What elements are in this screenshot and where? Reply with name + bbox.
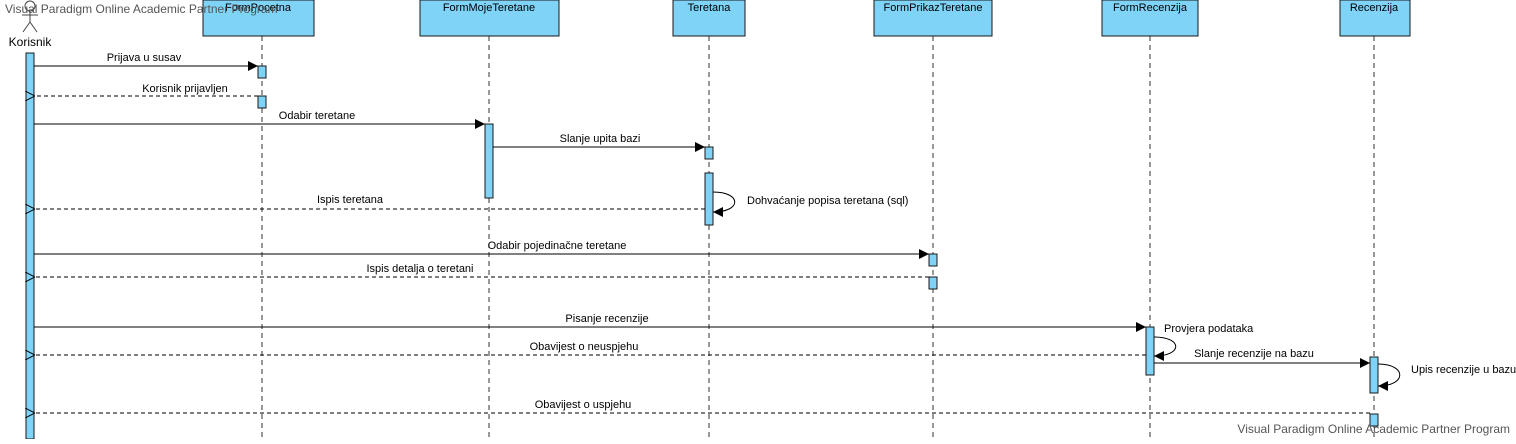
message-ispis-teretana[interactable]: Ispis teretana bbox=[34, 194, 705, 209]
message-obavijest-uspjeh[interactable]: Obavijest o uspjehu bbox=[34, 399, 1370, 413]
lifeline-name: Teretana bbox=[688, 2, 732, 14]
lifeline-name: Recenzija bbox=[1350, 2, 1399, 14]
message-label: Odabir pojedinačne teretane bbox=[488, 240, 627, 252]
activation-formpocetna bbox=[257, 95, 267, 109]
actor-name: Korisnik bbox=[9, 35, 53, 49]
message-label: Dohvaćanje popisa teretana (sql) bbox=[747, 195, 908, 207]
watermark-bottom: Visual Paradigm Online Academic Partner … bbox=[1237, 422, 1510, 436]
message-label: Ispis teretana bbox=[317, 194, 384, 206]
activation-korisnik bbox=[25, 52, 35, 440]
activation-formpocetna bbox=[257, 65, 267, 79]
activation-formrecenzija bbox=[1145, 326, 1155, 376]
message-label: Ispis detalja o teretani bbox=[366, 263, 473, 275]
message-label: Obavijest o uspjehu bbox=[535, 399, 632, 411]
message-korisnik-prijavljen[interactable]: Korisnik prijavljen bbox=[34, 83, 258, 96]
message-label: Obavijest o neuspjehu bbox=[530, 341, 639, 353]
message-provjera-podataka[interactable]: Provjera podataka bbox=[1153, 323, 1254, 361]
message-dohvacanje-popisa[interactable]: Dohvaćanje popisa teretana (sql) bbox=[712, 191, 908, 217]
activation-recenzija bbox=[1369, 356, 1379, 394]
message-slanje-recenzije[interactable]: Slanje recenzije na bazu bbox=[1154, 348, 1370, 368]
activation-teretana bbox=[704, 172, 714, 226]
message-odabir-teretane[interactable]: Odabir teretane bbox=[34, 110, 485, 129]
activation-formprikazteretane bbox=[928, 253, 938, 267]
message-label: Odabir teretane bbox=[279, 110, 355, 122]
actor-korisnik[interactable]: Korisnik bbox=[9, 0, 53, 49]
watermark-top: Visual Paradigm Online Academic Partner … bbox=[5, 2, 278, 16]
message-obavijest-neuspjeh[interactable]: Obavijest o neuspjehu bbox=[34, 341, 1146, 355]
lifeline-head-formprikazteretane[interactable]: FormPrikazTeretane bbox=[873, 0, 993, 37]
stick-figure-actor-icon bbox=[22, 0, 38, 33]
activation-formprikazteretane bbox=[928, 276, 938, 290]
lifeline-name: FormPrikazTeretane bbox=[883, 2, 982, 14]
message-ispis-detalja[interactable]: Ispis detalja o teretani bbox=[34, 263, 929, 277]
lifeline-head-formmojeteretane[interactable]: FormMojeTeretane bbox=[419, 0, 560, 37]
activation-formmojeteretane bbox=[484, 123, 494, 199]
message-label: Upis recenzije u bazu bbox=[1411, 364, 1516, 376]
activation-recenzija bbox=[1369, 413, 1379, 427]
message-label: Provjera podataka bbox=[1164, 323, 1254, 335]
activation-teretana bbox=[704, 146, 714, 160]
lifeline-head-formrecenzija[interactable]: FormRecenzija bbox=[1101, 0, 1199, 37]
message-label: Slanje upita bazi bbox=[560, 133, 641, 145]
message-pisanje-recenzije[interactable]: Pisanje recenzije bbox=[34, 313, 1146, 332]
lifeline-name: FormMojeTeretane bbox=[443, 2, 535, 14]
lifeline-name: FormPocetna bbox=[225, 2, 292, 14]
message-upis-recenzije[interactable]: Upis recenzije u bazu bbox=[1377, 363, 1516, 391]
message-odabir-pojedinacne[interactable]: Odabir pojedinačne teretane bbox=[34, 240, 929, 259]
message-slanje-upita[interactable]: Slanje upita bazi bbox=[493, 133, 705, 152]
lifeline-head-teretana[interactable]: Teretana bbox=[672, 0, 746, 37]
message-label: Pisanje recenzije bbox=[565, 313, 648, 325]
message-label: Slanje recenzije na bazu bbox=[1194, 348, 1314, 360]
lifeline-head-formpocetna[interactable]: FormPocetna bbox=[202, 0, 315, 37]
lifeline-name: FormRecenzija bbox=[1113, 2, 1188, 14]
message-label: Prijava u susav bbox=[107, 52, 182, 64]
message-prijava[interactable]: Prijava u susav bbox=[34, 52, 258, 71]
lifeline-head-recenzija[interactable]: Recenzija bbox=[1339, 0, 1411, 37]
message-label: Korisnik prijavljen bbox=[142, 83, 228, 95]
